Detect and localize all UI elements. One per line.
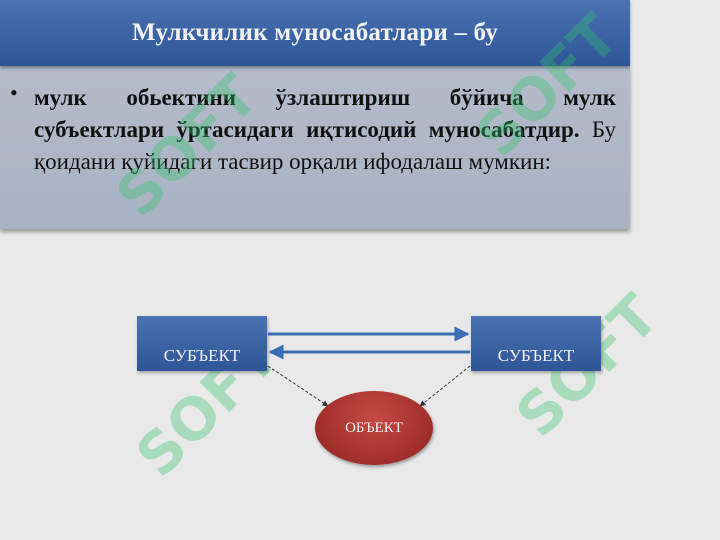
subject-box-right: СУБЪЕКТ [471, 316, 601, 371]
bullet-icon: • [10, 80, 18, 105]
content-bold-text: мулк обьектини ўзлаштириш бўйича мулк су… [34, 85, 616, 142]
object-label: ОБЪЕКТ [345, 419, 403, 436]
arrow-right-to-object [419, 365, 471, 407]
watermark-logo-top: SOFT [463, 1, 632, 170]
watermark-logo-mid: SOFT [103, 61, 272, 230]
subject-right-label: СУБЪЕКТ [497, 346, 575, 365]
subject-left-label: СУБЪЕКТ [163, 346, 241, 365]
content-paragraph: мулк обьектини ўзлаштириш бўйича мулк су… [34, 82, 616, 178]
arrow-left-to-object [267, 365, 329, 407]
content-box [0, 66, 630, 229]
object-ellipse: ОБЪЕКТ [315, 391, 433, 465]
title-bar: Мулкчилик муносабатлари – бу [0, 0, 630, 66]
slide-title: Мулкчилик муносабатлари – бу [131, 19, 498, 46]
subject-box-left: СУБЪЕКТ [137, 316, 267, 371]
content-normal-text: Бу қоидани қуйидаги тасвир орқали ифодал… [34, 117, 616, 174]
